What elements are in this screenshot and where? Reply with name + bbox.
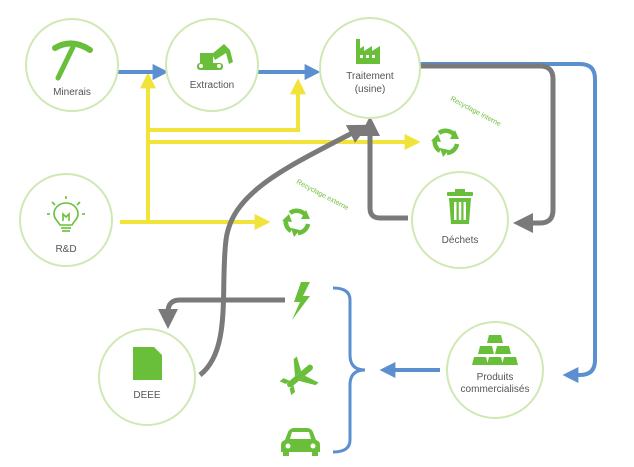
node-extraction[interactable]: Extraction: [165, 18, 259, 112]
arrow-traitement-to-dechets: [420, 63, 556, 233]
lightning-icon: [292, 282, 310, 320]
node-rnd-label: R&D: [55, 244, 76, 255]
recycle-interne-label: Recyclage interne: [449, 96, 502, 129]
pickaxe-icon: [52, 40, 93, 81]
recycle-icon: [282, 208, 311, 237]
node-produits[interactable]: Produits commercialisés: [446, 321, 544, 419]
trash-bin-icon: [447, 189, 473, 224]
node-produits-label-line1: Produits: [477, 372, 514, 383]
arrow-dechets-to-traitement: [360, 115, 408, 221]
recycle-icon: [431, 128, 460, 157]
node-rnd[interactable]: R&D: [19, 173, 113, 267]
recycle-externe-label: Recyclage externe: [295, 179, 350, 212]
arrow-deee-to-traitement: [198, 124, 369, 377]
node-minerais[interactable]: Minerais: [25, 18, 119, 112]
blue-flows: [116, 62, 597, 383]
car-icon: [281, 428, 320, 456]
airplane-icon: [279, 356, 319, 396]
sim-card-icon: [133, 347, 162, 380]
excavator-icon: [197, 44, 233, 70]
node-traitement-label-line2: (usine): [355, 84, 386, 95]
node-deee[interactable]: DEEE: [98, 328, 196, 426]
node-dechets-label: Déchets: [442, 235, 479, 246]
node-minerais-label: Minerais: [53, 87, 91, 98]
lightbulb-icon: [47, 196, 85, 232]
recycle-interne: Recyclage interne: [431, 96, 502, 157]
yellow-trunk: [120, 78, 150, 224]
node-deee-label: DEEE: [133, 390, 161, 401]
factory-icon: [356, 39, 380, 64]
node-dechets[interactable]: Déchets: [411, 171, 509, 269]
arrow-traitement-to-produits: [420, 62, 597, 383]
arrow-uses-to-deee: [158, 297, 285, 330]
gold-bars-icon: [472, 335, 518, 365]
node-extraction-label: Extraction: [190, 80, 234, 91]
node-traitement-label-line1: Traitement: [346, 71, 394, 82]
gray-flows: [158, 63, 556, 377]
products-use-bracket: [332, 286, 366, 454]
recycle-externe: Recyclage externe: [282, 179, 350, 237]
node-traitement[interactable]: Traitement (usine): [319, 17, 421, 119]
arrow-rnd-to-traitement: [148, 78, 306, 132]
node-produits-label-line2: commercialisés: [461, 384, 530, 395]
